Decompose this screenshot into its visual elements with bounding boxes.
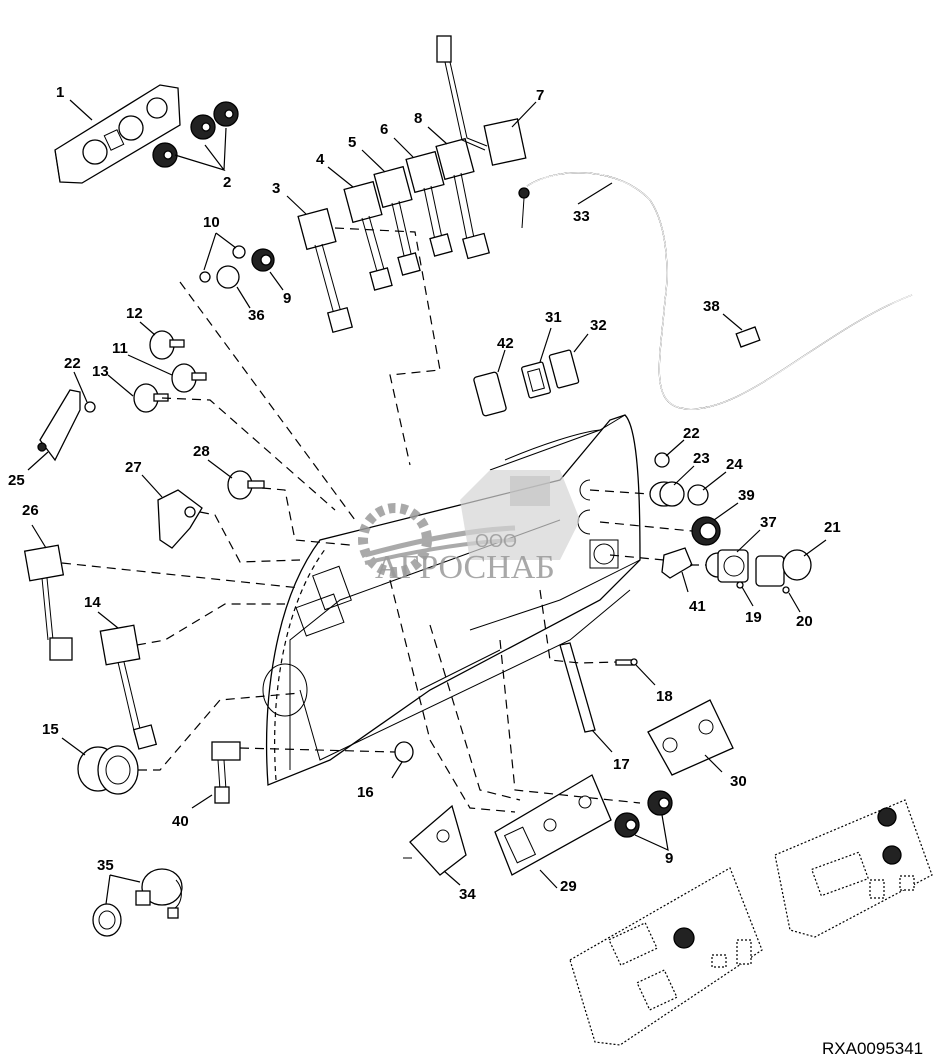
part-10-nuts <box>199 245 246 283</box>
part-14-switch <box>99 624 158 750</box>
watermark-brand: АГРОСНАБ <box>375 549 555 586</box>
callout-8: 8 <box>414 110 422 127</box>
watermark-logo: ООО АГРОСНАБ <box>358 470 580 586</box>
callout-20: 20 <box>796 613 813 630</box>
callout-10: 10 <box>203 214 220 231</box>
callout-30: 30 <box>730 773 747 790</box>
callout-12: 12 <box>126 305 143 322</box>
part-17-strip <box>559 642 596 733</box>
callout-22-left: 22 <box>64 355 81 372</box>
part-4-switch <box>343 180 393 291</box>
callout-25: 25 <box>8 472 25 489</box>
callout-35: 35 <box>97 857 114 874</box>
part-40-sensor <box>211 741 241 804</box>
callout-6: 6 <box>380 121 388 138</box>
callout-37: 37 <box>760 514 777 531</box>
callout-18: 18 <box>656 688 673 705</box>
callout-labels: 1 2 3 4 5 6 7 8 9 9 10 11 12 13 14 15 16… <box>8 84 841 903</box>
callout-29: 29 <box>560 878 577 895</box>
part-7-switch <box>436 35 527 166</box>
part-41-gasket <box>661 547 693 579</box>
callout-9-bottom: 9 <box>665 850 673 867</box>
part-38-clip <box>735 326 761 348</box>
part-42-blank <box>473 371 507 417</box>
callout-21: 21 <box>824 519 841 536</box>
callout-28: 28 <box>193 443 210 460</box>
callout-40: 40 <box>172 813 189 830</box>
part-36-knob <box>216 265 240 289</box>
part-18-screw <box>615 658 638 666</box>
callout-3: 3 <box>272 180 280 197</box>
part-6-switch <box>405 150 453 257</box>
callout-39: 39 <box>738 487 755 504</box>
part-22-bolt-right <box>654 452 670 468</box>
callout-7: 7 <box>536 87 544 104</box>
instrument-panel-housing <box>262 414 641 786</box>
callout-15: 15 <box>42 721 59 738</box>
callout-34: 34 <box>459 886 476 903</box>
reference-code: RXA0095341 <box>822 1039 923 1058</box>
callout-38: 38 <box>703 298 720 315</box>
callout-17: 17 <box>613 756 630 773</box>
part-28-switch <box>227 470 265 500</box>
callout-31: 31 <box>545 309 562 326</box>
callout-19: 19 <box>745 609 762 626</box>
callout-16: 16 <box>357 784 374 801</box>
part-34-plate <box>403 804 467 876</box>
part-23-bulb <box>649 481 685 507</box>
part-20-screw <box>782 586 790 594</box>
callout-11: 11 <box>112 340 128 357</box>
part-22-bolt-left <box>84 401 96 413</box>
part-13-switch <box>133 383 169 413</box>
part-29-plate <box>494 774 612 876</box>
callout-2: 2 <box>223 174 231 191</box>
callout-1: 1 <box>56 84 64 101</box>
display-module-left <box>569 867 763 1046</box>
part-31-bezel <box>521 361 551 399</box>
part-25-bracket <box>37 389 81 462</box>
callout-41: 41 <box>689 598 706 615</box>
watermark-prefix: ООО <box>475 531 517 551</box>
part-1-climate-control <box>54 84 181 184</box>
callout-27: 27 <box>125 459 142 476</box>
part-27-bracket <box>157 489 203 549</box>
part-9-knob-top <box>251 248 275 272</box>
assembly-guide-lines <box>61 227 706 813</box>
callout-4: 4 <box>316 151 325 168</box>
callout-36: 36 <box>248 307 265 324</box>
part-9-knobs-bottom <box>614 790 673 838</box>
display-module-right <box>774 799 933 938</box>
callout-26: 26 <box>22 502 39 519</box>
part-26-switch <box>23 544 73 661</box>
callout-13: 13 <box>92 363 109 380</box>
part-16-plug <box>394 741 414 763</box>
part-11-switch <box>171 363 207 393</box>
callout-23: 23 <box>693 450 710 467</box>
callout-32: 32 <box>590 317 607 334</box>
part-33-cable <box>518 172 913 410</box>
part-35-sensor <box>92 868 183 937</box>
callout-9-top: 9 <box>283 290 291 307</box>
part-39-knob <box>691 516 721 546</box>
part-37-gauge <box>705 549 749 583</box>
callout-22-right: 22 <box>683 425 700 442</box>
part-19-screw <box>736 581 744 589</box>
part-15-gauge <box>77 745 139 795</box>
part-12-switch <box>149 330 185 360</box>
part-32-blank <box>548 349 580 389</box>
part-8-switch <box>435 137 491 260</box>
callout-14: 14 <box>84 594 101 611</box>
part-21-connector <box>755 549 812 587</box>
callout-5: 5 <box>348 134 356 151</box>
callout-24: 24 <box>726 456 743 473</box>
callout-33: 33 <box>573 208 590 225</box>
callout-42: 42 <box>497 335 514 352</box>
part-30-plate <box>647 699 734 776</box>
part-5-switch <box>373 165 421 276</box>
part-3-switch <box>297 207 354 334</box>
